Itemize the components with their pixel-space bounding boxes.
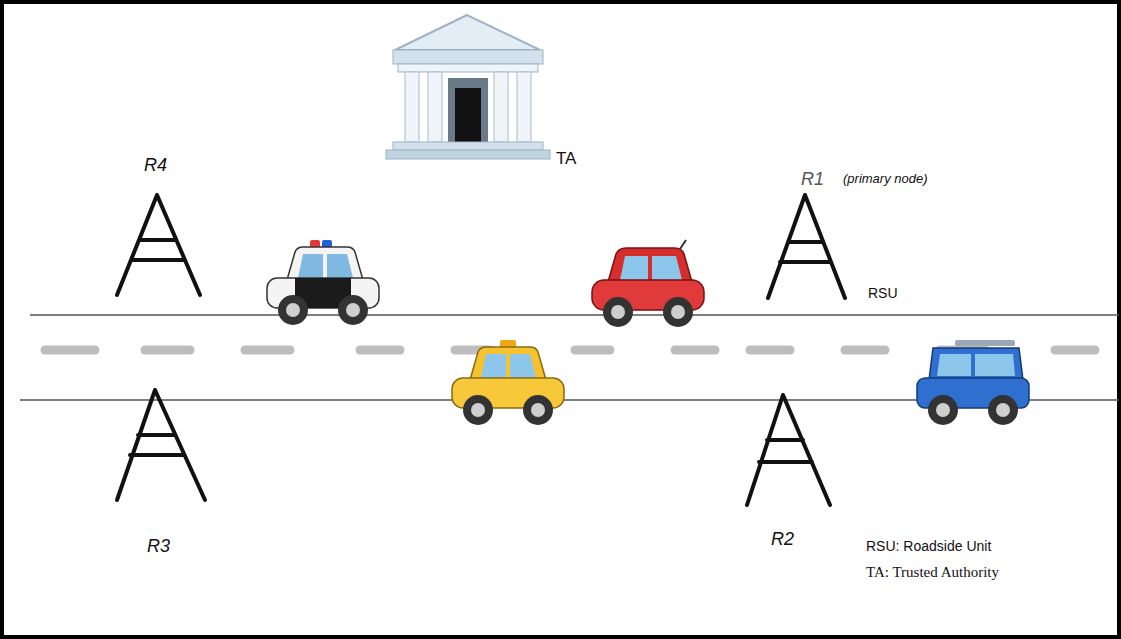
tower-label: R2: [771, 530, 794, 550]
key-text: TA: Trusted Authority: [866, 564, 999, 581]
tower-label: R1: [801, 170, 824, 190]
blue-jeep: [917, 340, 1029, 425]
red-car: [592, 240, 704, 327]
rsu-tower: [117, 195, 200, 295]
tower-note: (primary node): [843, 172, 928, 186]
authority-building: [386, 15, 550, 159]
tower-label: R4: [144, 156, 167, 176]
rsu-tower: [768, 195, 845, 298]
authority-label: TA: [556, 150, 576, 169]
rsu-tower: [747, 395, 830, 505]
rsu-label: RSU: [868, 286, 898, 301]
rsu-tower: [117, 390, 205, 500]
police-car: [267, 240, 379, 325]
key-text: RSU: Roadside Unit: [866, 539, 991, 554]
road-edge: [30, 314, 1119, 316]
tower-label: R3: [147, 537, 170, 557]
taxi-car: [452, 340, 564, 425]
